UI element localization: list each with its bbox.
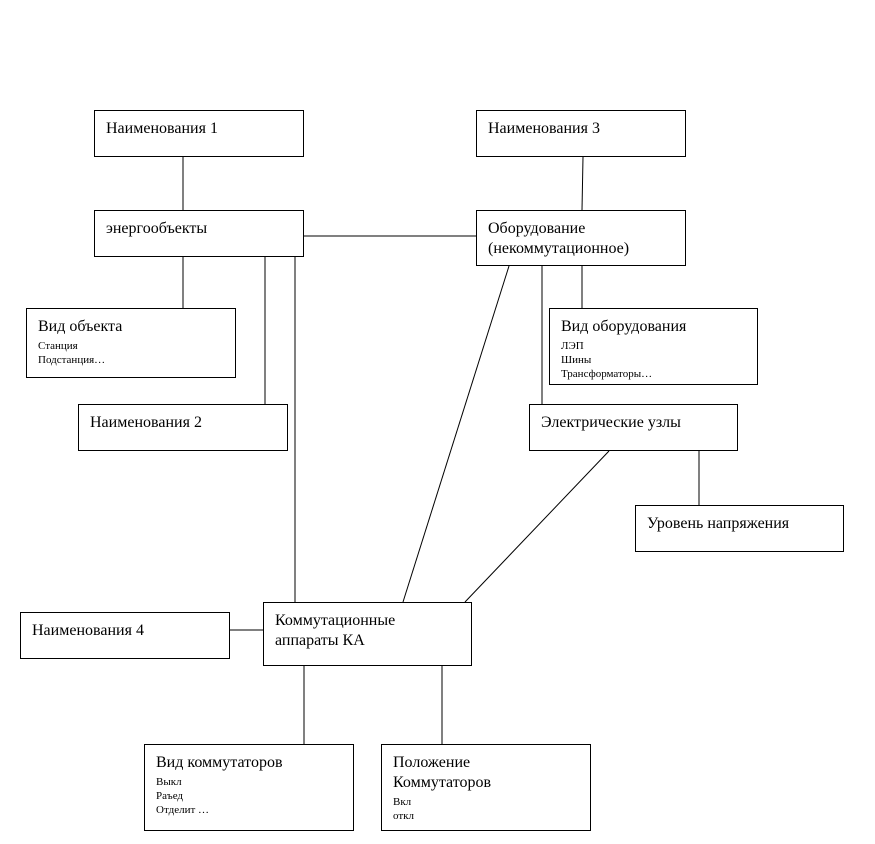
node-item: Подстанция… — [38, 354, 106, 366]
node-naimenovaniya-1: Наименования 1 — [94, 110, 304, 157]
node-items: ЛЭП Шины Трансформаторы… — [561, 339, 757, 381]
node-item: Станция — [38, 340, 78, 352]
node-title: Коммутационные аппараты КА — [275, 612, 396, 649]
node-naimenovaniya-4: Наименования 4 — [20, 612, 230, 659]
node-item: ЛЭП — [561, 340, 584, 352]
node-item: Выкл — [156, 776, 182, 788]
edge-naim3-oborud — [581, 156, 584, 211]
node-title: Уровень напряжения — [647, 515, 790, 532]
node-vid-oborudovaniya: Вид оборудования ЛЭП Шины Трансформаторы… — [549, 308, 758, 385]
node-oborudovanie: Оборудование (некоммутационное) — [476, 210, 686, 266]
node-title: Вид объекта — [38, 318, 123, 335]
node-uroven-napryazheniya: Уровень напряжения — [635, 505, 844, 552]
node-items: Станция Подстанция… — [38, 339, 235, 367]
edge-oborud-ka — [402, 265, 510, 603]
edge-uzly-ka — [464, 450, 610, 603]
node-item: Вкл — [393, 796, 412, 808]
node-item: Трансформаторы… — [561, 368, 653, 380]
node-polozhenie-kommutatorov: Положение Коммутаторов Вкл откл — [381, 744, 591, 831]
node-items: Выкл Раъед Отделит … — [156, 775, 353, 817]
node-title: Наименования 2 — [90, 414, 202, 431]
node-title: Электрические узлы — [541, 414, 681, 431]
node-item: Шины — [561, 354, 592, 366]
node-title: Наименования 1 — [106, 120, 218, 137]
node-title: Вид коммутаторов — [156, 754, 283, 771]
node-title: Положение Коммутаторов — [393, 754, 492, 791]
node-items: Вкл откл — [393, 795, 590, 823]
node-elektricheskie-uzly: Электрические узлы — [529, 404, 738, 451]
node-energoobekty: энергообъекты — [94, 210, 304, 257]
node-title: Наименования 4 — [32, 622, 144, 639]
node-naimenovaniya-2: Наименования 2 — [78, 404, 288, 451]
node-item: откл — [393, 810, 414, 822]
node-vid-obekta: Вид объекта Станция Подстанция… — [26, 308, 236, 378]
node-item: Раъед — [156, 790, 184, 802]
node-title: Вид оборудования — [561, 318, 687, 335]
node-naimenovaniya-3: Наименования 3 — [476, 110, 686, 157]
node-title: энергообъекты — [106, 220, 208, 237]
node-title: Наименования 3 — [488, 120, 600, 137]
node-vid-kommutatorov: Вид коммутаторов Выкл Раъед Отделит … — [144, 744, 354, 831]
node-title: Оборудование (некоммутационное) — [488, 220, 630, 257]
node-kommutatsionnye-apparaty: Коммутационные аппараты КА — [263, 602, 472, 666]
node-item: Отделит … — [156, 804, 210, 816]
